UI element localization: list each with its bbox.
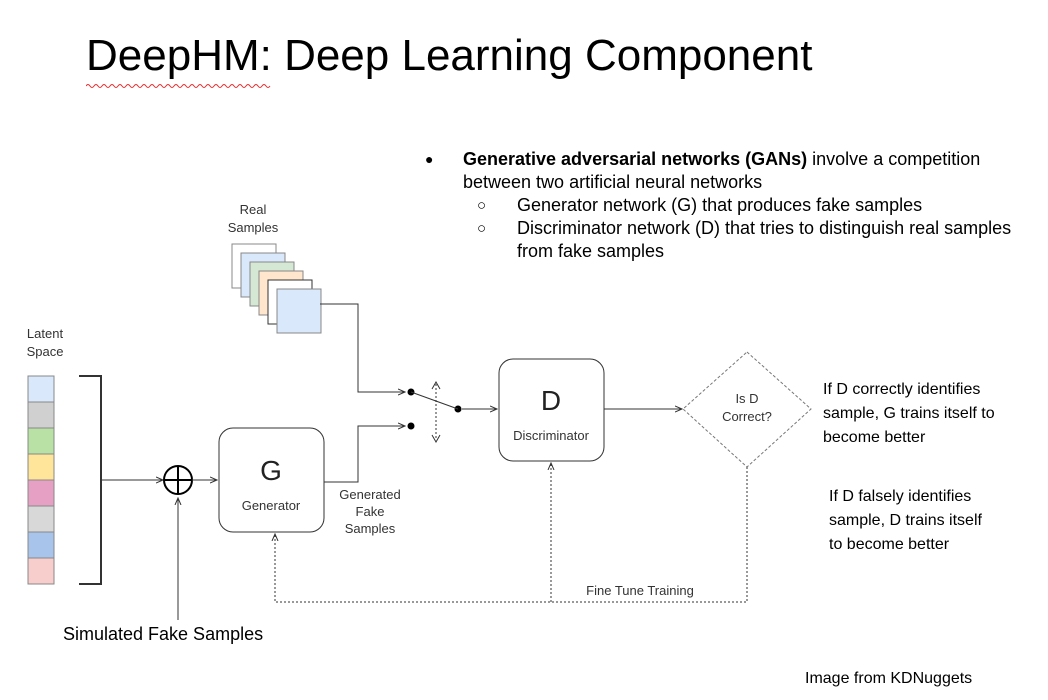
generator-box xyxy=(218,427,325,533)
latent-cell xyxy=(27,505,55,533)
real-samples-label-1: Real xyxy=(240,202,267,217)
generator-letter: G xyxy=(260,455,282,486)
bullet-list: Generative adversarial networks (GANs) i… xyxy=(425,148,1045,263)
discriminator-name: Discriminator xyxy=(513,428,590,443)
sum-operator-icon xyxy=(163,465,193,495)
sample-card xyxy=(276,288,322,334)
note-correct-line-1: If D correctly identifies xyxy=(823,381,981,398)
fine-tune-label: Fine Tune Training xyxy=(586,583,694,598)
note-false: If D falsely identifies sample, D trains… xyxy=(829,485,982,557)
note-false-line-1: If D falsely identifies xyxy=(829,488,972,505)
sub-bullet-generator: Generator network (G) that produces fake… xyxy=(425,194,1045,217)
bullet-gans-rest: involve a competition between two artifi… xyxy=(463,149,981,192)
latent-space-label-1: Latent xyxy=(27,326,64,341)
decision-label-1: Is D xyxy=(735,391,758,406)
slide-title: DeepHM: Deep Learning Component xyxy=(86,31,813,80)
real-samples-stack xyxy=(231,243,322,334)
latent-space-label-2: Space xyxy=(27,344,64,359)
generated-label-3: Samples xyxy=(345,521,396,536)
note-false-line-2: sample, D trains itself xyxy=(829,512,982,529)
sub-bullet-discriminator: Discriminator network (D) that tries to … xyxy=(425,217,1045,263)
image-credit: Image from KDNuggets xyxy=(805,670,973,687)
latent-space-vector xyxy=(27,375,55,585)
latent-cell xyxy=(27,479,55,507)
bullet-gans-bold: Generative adversarial networks (GANs) xyxy=(463,149,808,169)
note-correct-line-2: sample, G trains itself to xyxy=(823,405,995,422)
latent-cell xyxy=(27,531,55,559)
generated-label-1: Generated xyxy=(339,487,400,502)
real-samples-line xyxy=(320,303,405,392)
note-correct: If D correctly identifies sample, G trai… xyxy=(823,378,995,450)
simulated-fake-samples-label: Simulated Fake Samples xyxy=(63,624,264,644)
latent-bracket xyxy=(79,375,102,585)
discriminator-letter: D xyxy=(541,385,561,416)
generator-out-line xyxy=(324,426,405,483)
discriminator-box xyxy=(498,358,605,462)
generator-name: Generator xyxy=(242,498,301,513)
note-correct-line-3: become better xyxy=(823,429,926,446)
input-switch xyxy=(407,380,462,444)
decision-label-2: Correct? xyxy=(722,409,772,424)
latent-cell xyxy=(27,557,55,585)
note-false-line-3: to become better xyxy=(829,536,950,553)
latent-cell xyxy=(27,401,55,429)
latent-cell xyxy=(27,427,55,455)
bullet-gans: Generative adversarial networks (GANs) i… xyxy=(425,148,1045,194)
latent-cell xyxy=(27,375,55,403)
spellcheck-underline xyxy=(86,84,271,88)
generated-label-2: Fake xyxy=(356,504,385,519)
feedback-to-generator-line xyxy=(275,467,748,603)
latent-cell xyxy=(27,453,55,481)
real-samples-label-2: Samples xyxy=(228,220,279,235)
